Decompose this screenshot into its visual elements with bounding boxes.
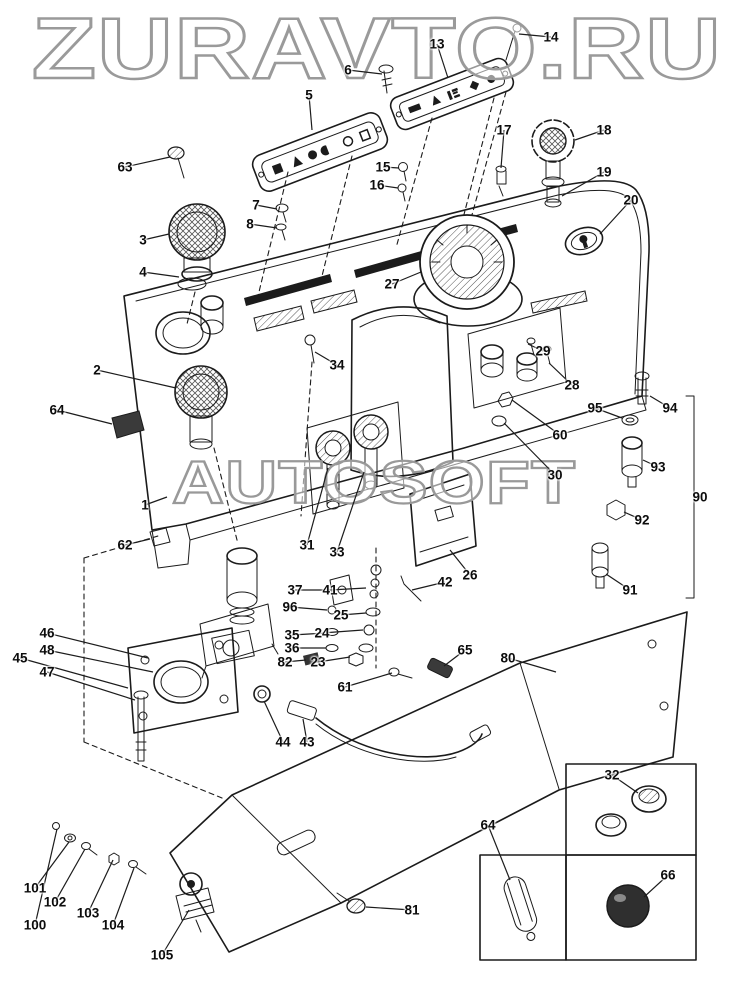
switch-stack: [302, 547, 422, 669]
ignition-keyhole: [564, 226, 604, 256]
bolt-47: [133, 690, 149, 762]
hatched-window: [530, 290, 588, 314]
relay-assembly: [199, 547, 279, 679]
switch-cluster: [467, 307, 567, 427]
screw-set: [52, 822, 147, 875]
dashboard-panel: [123, 180, 650, 569]
column-cutout: [350, 306, 454, 478]
speedometer-gauge: [413, 214, 523, 327]
inset-box-66: [565, 854, 697, 961]
bolt-81: [336, 892, 366, 914]
fastener-column: [591, 371, 699, 599]
knob-18: [531, 119, 575, 208]
part-17: [495, 165, 507, 197]
switch-105: [175, 872, 215, 933]
mount-plate-45: [127, 627, 239, 734]
symbol-plate-13: [389, 57, 515, 131]
symbol-plate-5: [251, 112, 389, 192]
small-gauges: [306, 401, 405, 515]
knob-3: [168, 203, 226, 291]
small-fasteners: [111, 23, 522, 679]
hatched-window: [253, 305, 305, 332]
bracket-26: [409, 473, 477, 567]
hatched-window: [310, 289, 358, 314]
knob-2: [174, 365, 228, 450]
lower-cover-panel: [169, 611, 688, 953]
bushing: [200, 295, 224, 335]
